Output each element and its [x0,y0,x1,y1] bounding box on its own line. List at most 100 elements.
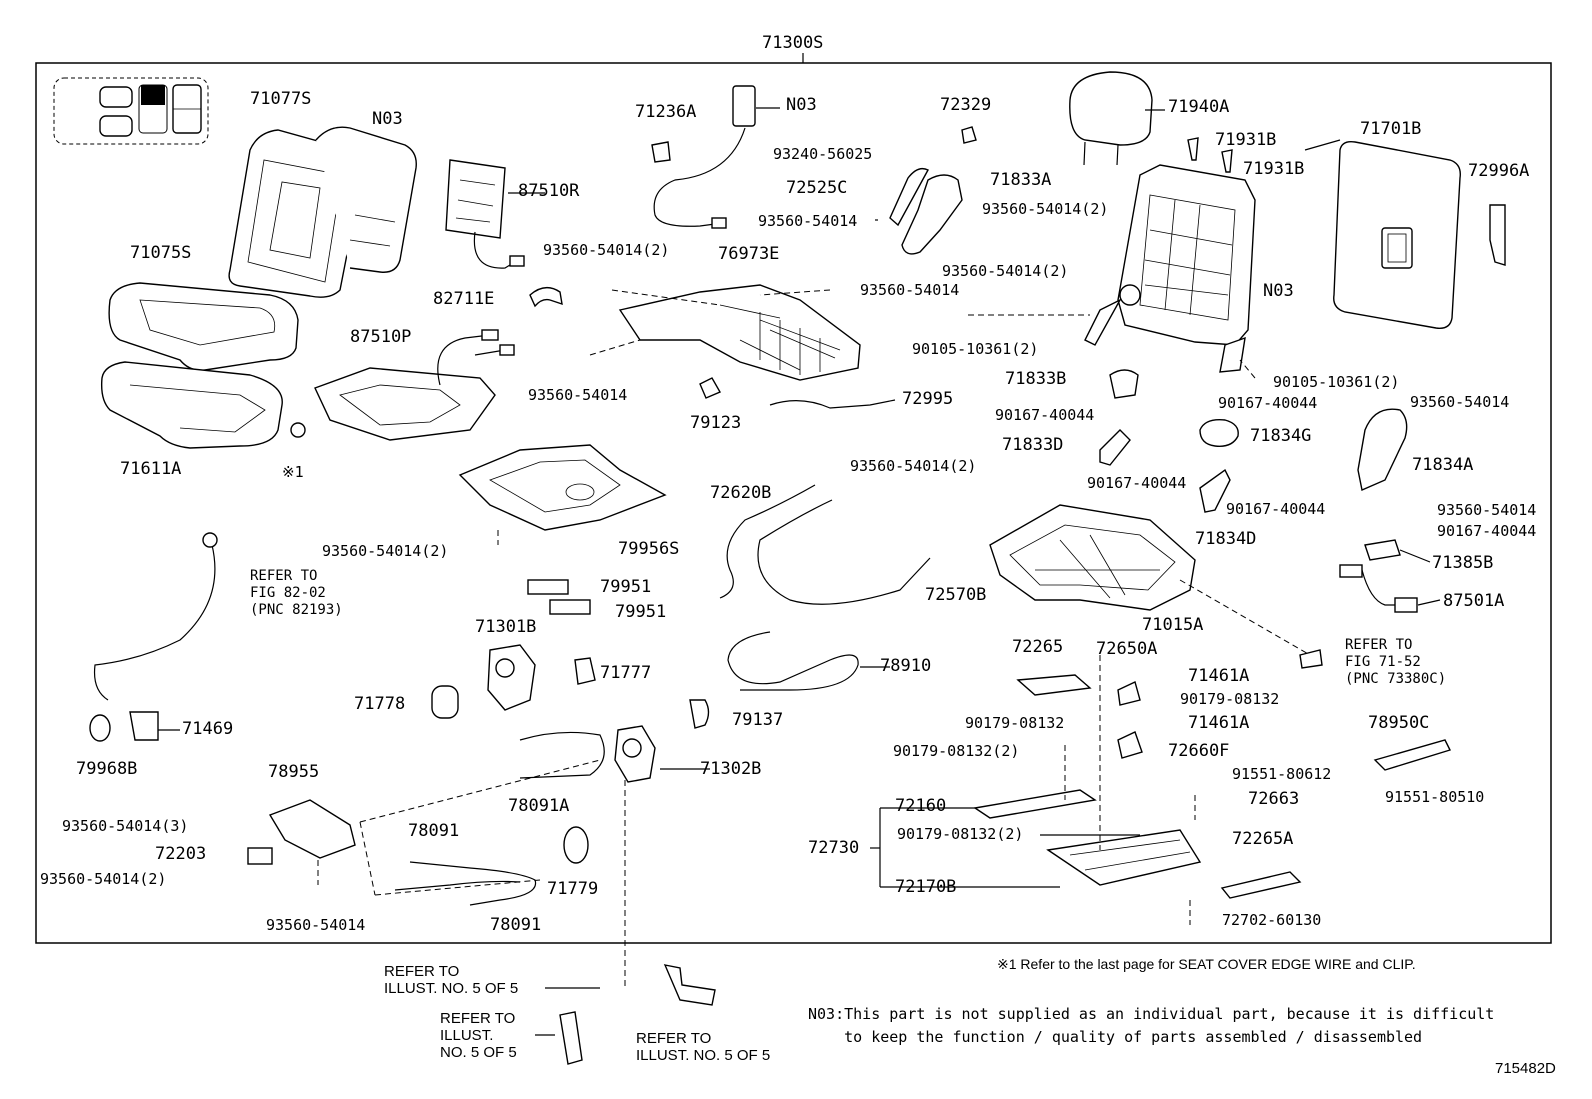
label-note-ref: ※1 [282,463,304,481]
ref-text: FIG 71-52 [1345,654,1421,670]
label-90167-40044: 90167-40044 [1226,500,1326,518]
label-90167-40044: 90167-40044 [995,406,1095,424]
cable-78910 [727,631,859,691]
label-71075S: 71075S [130,243,192,263]
label-N03: N03 [786,95,817,115]
label-71302B: 71302B [700,759,762,779]
label-71236A: 71236A [635,102,697,122]
ref-text: REFER TO [1345,637,1413,653]
label-71833B: 71833B [1005,369,1067,389]
label-93240-56025: 93240-56025 [773,145,873,163]
harness-71236A [651,85,756,229]
heater-87510R [445,159,525,269]
ref-illust-3: REFER TO ILLUST. NO. 5 OF 5 [636,1030,770,1064]
cover-71779 [563,826,589,864]
headrest-71940A [1069,71,1153,166]
ref-text: REFER TO [636,1030,712,1047]
switch-71385B [1364,539,1401,561]
leader-lines [158,107,1441,1036]
label-71778: 71778 [354,694,406,714]
label-71834G: 71834G [1250,426,1312,446]
label-71931B: 71931B [1215,130,1277,150]
label-90105-10361-2: 90105-10361(2) [912,340,1039,358]
label-71834D: 71834D [1195,529,1257,549]
label-72995: 72995 [902,389,954,409]
footnote-seat-cover: ※1 Refer to the last page for SEAT COVER… [997,956,1416,972]
label-72570B: 72570B [925,585,987,605]
label-72329: 72329 [940,95,992,115]
label-79137: 79137 [732,710,784,730]
label-79123: 79123 [690,413,742,433]
label-90179-08132: 90179-08132 [965,714,1065,732]
cover-71833A [901,174,963,255]
ref-text: FIG 82-02 [250,585,326,601]
label-72265A: 72265A [1232,829,1294,849]
label-93560-54014-2: 93560-54014(2) [322,542,449,560]
rail-72160 [973,789,1097,819]
part-82711E [529,287,563,308]
cover-71833D [1099,429,1131,466]
label-71611A: 71611A [120,459,182,479]
label-72620B: 72620B [710,483,772,503]
heater-87510P [314,329,515,441]
cover-71834D [1199,468,1231,513]
label-72265: 72265 [1012,637,1064,657]
label-93560-54014: 93560-54014 [1437,501,1537,519]
ref-fig-71-52: REFER TO FIG 71-52 (PNC 73380C) [1345,637,1446,688]
label-90179-08132-2: 90179-08132(2) [897,825,1024,843]
bracket-72660F [1117,731,1143,759]
label-72650A: 72650A [1096,639,1158,659]
cover-79137 [689,699,710,729]
base-79956S [458,444,667,531]
label-72730: 72730 [808,838,860,858]
label-71461A: 71461A [1188,666,1250,686]
label-91551-80612: 91551-80612 [1232,765,1332,783]
label-79956S: 79956S [618,539,680,559]
frame-76973E [618,284,861,381]
label-78091A: 78091A [508,796,570,816]
label-87510P: 87510P [350,327,412,347]
knob-71778 [431,685,459,719]
label-90167-40044: 90167-40044 [1087,474,1187,492]
mechanism-71301B [487,644,596,711]
assembly-lines [317,289,1311,990]
ref-text: (PNC 73380C) [1345,671,1447,687]
clip-ref-illust-1 [559,1011,583,1065]
label-72170B: 72170B [895,877,957,897]
cover-72525C [889,167,929,227]
ref-fig-82-02: REFER TO FIG 82-02 (PNC 82193) [250,568,343,619]
bracket-71469 [129,711,159,741]
label-87510R: 87510R [518,181,580,201]
ref-text: REFER TO [250,568,318,584]
label-71461A: 71461A [1188,713,1250,733]
label-90167-40044: 90167-40044 [1218,394,1318,412]
label-71940A: 71940A [1168,97,1230,117]
footnote-n03-line2: to keep the function / quality of parts … [808,1028,1423,1046]
label-71077S: 71077S [250,89,312,109]
label-93560-54014-2: 93560-54014(2) [40,870,167,888]
cable-72620B [719,484,816,599]
label-72203: 72203 [155,844,207,864]
ref-illust-2: REFER TO ILLUST. NO. 5 OF 5 [440,1010,517,1061]
back-board-71701B [1333,140,1461,329]
seatback-frame [1084,164,1256,373]
label-71834A: 71834A [1412,455,1474,475]
label-71015A: 71015A [1142,615,1204,635]
label-93560-54014-2: 93560-54014(2) [543,241,670,259]
harness-72995 [769,399,896,409]
label-93560-54014-2: 93560-54014(2) [982,200,1109,218]
label-93560-54014: 93560-54014 [758,212,858,230]
label-79951: 79951 [615,602,667,622]
figure-id: 715482D [1495,1060,1556,1077]
label-90105-10361-2: 90105-10361(2) [1273,373,1400,391]
label-78950C: 78950C [1368,713,1430,733]
label-91551-80510: 91551-80510 [1385,788,1485,806]
label-71300S: 71300S [762,33,824,53]
pad-72265A [1220,871,1302,899]
seatback-cover [228,126,417,298]
bracket-78955 [268,799,356,859]
label-71833A: 71833A [990,170,1052,190]
lever-78950C [1373,739,1451,771]
label-78910: 78910 [880,656,932,676]
